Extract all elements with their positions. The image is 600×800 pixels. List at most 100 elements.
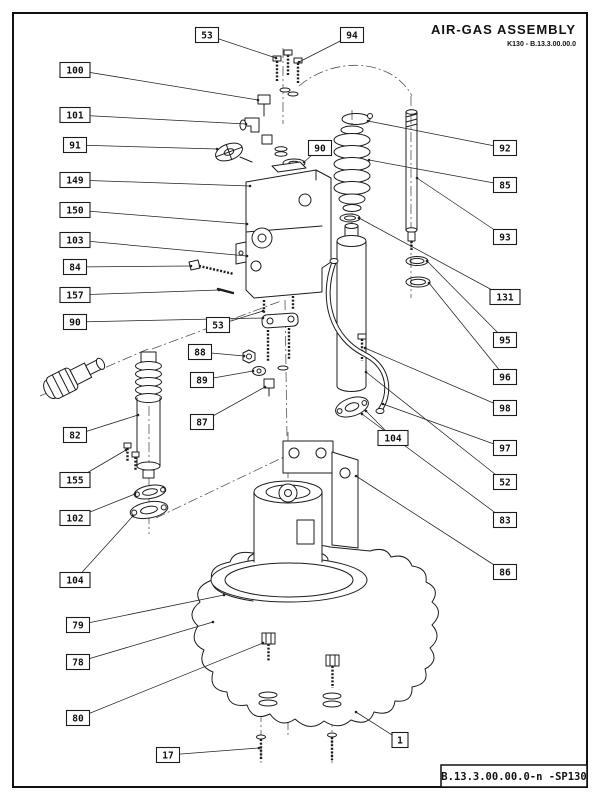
leader-line xyxy=(167,747,260,756)
callout-label: 1 xyxy=(397,736,403,747)
callout-1: 1 xyxy=(354,710,409,749)
callout-label: 52 xyxy=(499,478,510,489)
callout-label: 80 xyxy=(72,714,84,725)
leader-line xyxy=(416,177,506,238)
callout-85: 85 xyxy=(367,158,518,194)
callout-52: 52 xyxy=(364,370,518,491)
leader-line xyxy=(365,371,506,483)
callout-box xyxy=(492,439,518,457)
leader-end-dot xyxy=(251,369,255,373)
callout-label: 104 xyxy=(66,576,83,587)
ring-131-drawing xyxy=(339,213,361,223)
callout-91: 91 xyxy=(62,136,219,154)
leader-end-dot xyxy=(217,288,221,292)
leader-line xyxy=(74,239,248,257)
title-block: B.13.3.00.00.0-n -SP130 xyxy=(440,764,588,788)
callout-box xyxy=(59,201,91,219)
callout-box xyxy=(187,343,213,361)
leader-end-dot xyxy=(354,474,358,478)
leader-line xyxy=(358,217,506,298)
callout-box xyxy=(492,399,518,417)
leader-line xyxy=(74,289,220,296)
leader-end-dot xyxy=(189,264,193,268)
callout-box xyxy=(59,106,91,124)
drawing-subtitle: K130 - B.13.3.00.00.0 xyxy=(507,41,576,48)
leader-line xyxy=(77,642,264,719)
page-border xyxy=(12,12,588,788)
drawing-title: AIR-GAS ASSEMBLY xyxy=(431,22,576,37)
callout-103: 103 xyxy=(59,231,249,258)
leader-line xyxy=(382,403,506,449)
callout-box xyxy=(62,426,88,444)
callout-label: 102 xyxy=(66,514,83,525)
leader-line xyxy=(361,413,506,521)
leader-end-dot xyxy=(263,385,267,389)
leader-line xyxy=(74,179,251,187)
leader-end-dot xyxy=(133,492,137,496)
callout-box xyxy=(492,473,518,491)
callout-label: 98 xyxy=(499,404,511,415)
callout-box xyxy=(391,731,409,749)
callout-box xyxy=(492,563,518,581)
callout-label: 53 xyxy=(212,321,224,332)
gasket-90-bottom-drawing xyxy=(261,312,299,329)
callout-149: 149 xyxy=(59,171,252,189)
callout-label: 94 xyxy=(346,31,358,42)
cylinder-52-drawing xyxy=(336,223,367,392)
leader-end-dot xyxy=(248,184,252,188)
callout-label: 100 xyxy=(66,66,83,77)
callout-89: 89 xyxy=(189,369,255,389)
callout-131: 131 xyxy=(357,216,521,306)
leader-line xyxy=(368,159,506,186)
leader-end-dot xyxy=(222,593,226,597)
leader-end-dot xyxy=(124,448,128,452)
callout-101: 101 xyxy=(59,106,248,126)
callout-label: 150 xyxy=(66,206,83,217)
studs-53-drawing xyxy=(261,296,299,371)
leader-end-dot xyxy=(302,160,306,164)
callout-84: 84 xyxy=(62,258,193,276)
callout-label: 82 xyxy=(69,431,80,442)
callout-90: 90 xyxy=(62,313,265,331)
callout-label: 103 xyxy=(66,236,83,247)
leader-end-dot xyxy=(381,402,385,406)
callout-label: 17 xyxy=(162,751,173,762)
callout-box xyxy=(492,368,518,386)
callout-label: 90 xyxy=(69,318,81,329)
callout-box xyxy=(339,26,365,44)
rings-95-96-drawing xyxy=(405,256,431,288)
leader-line xyxy=(426,260,506,341)
callout-157: 157 xyxy=(59,286,221,304)
valve-handwheel-drawing xyxy=(215,142,243,162)
callout-box xyxy=(189,371,215,389)
callout-label: 131 xyxy=(496,293,513,304)
inlet-coupler-drawing xyxy=(43,357,106,400)
leader-end-dot xyxy=(261,316,265,320)
callout-label: 90 xyxy=(314,144,326,155)
callout-label: 86 xyxy=(499,568,511,579)
callout-box xyxy=(59,509,91,527)
leader-end-dot xyxy=(256,98,260,102)
callout-98: 98 xyxy=(363,346,518,417)
callout-87: 87 xyxy=(189,385,267,431)
callout-label: 149 xyxy=(66,176,83,187)
callout-100: 100 xyxy=(59,61,260,102)
callout-box xyxy=(307,139,333,157)
callout-box xyxy=(59,171,91,189)
callout-label: 91 xyxy=(69,141,81,152)
pin-157-drawing xyxy=(216,287,235,295)
callout-88: 88 xyxy=(187,343,246,361)
callout-82: 82 xyxy=(62,413,140,444)
leader-line xyxy=(74,515,134,581)
callout-box xyxy=(62,258,88,276)
curved-pipe-97-drawing xyxy=(325,258,390,414)
screw-84-drawing xyxy=(188,259,235,276)
callout-box xyxy=(492,139,518,157)
callout-label: 88 xyxy=(194,348,206,359)
leader-line xyxy=(74,265,192,268)
callout-box xyxy=(205,316,231,334)
leader-line xyxy=(77,594,225,626)
